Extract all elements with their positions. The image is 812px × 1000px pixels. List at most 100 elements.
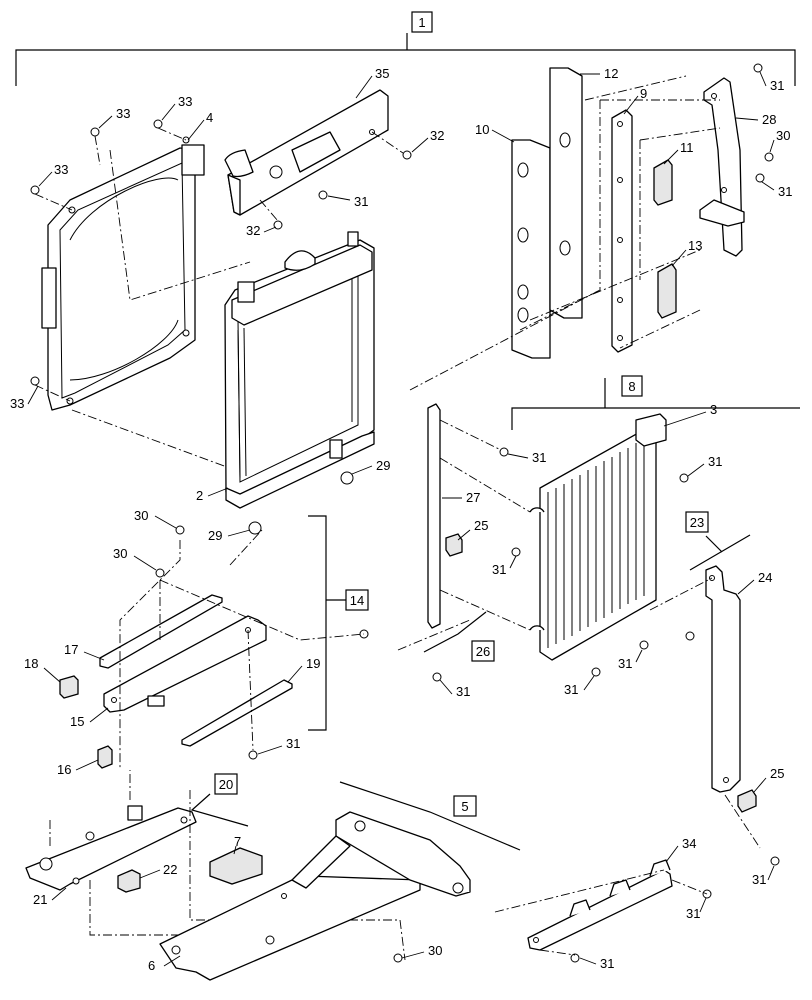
bar-24 (705, 565, 741, 793)
seal-18 (59, 675, 79, 699)
oil-cooler (529, 413, 667, 661)
callout-19: 19 (306, 656, 320, 671)
callout-28: 28 (762, 112, 776, 127)
callout-32-a: 32 (430, 128, 444, 143)
block-7 (209, 847, 263, 885)
callout-18: 18 (24, 656, 38, 671)
callout-27: 27 (466, 490, 480, 505)
assembly-bracket-5: 5 (339, 781, 521, 851)
callout-34: 34 (682, 836, 696, 851)
callout-31-i: 31 (686, 906, 700, 921)
assembly-bracket-23: 23 (685, 511, 751, 571)
callout-30-d: 30 (428, 943, 442, 958)
callout-31-j: 31 (600, 956, 614, 971)
bolt-32-a (402, 150, 412, 160)
bolt-31-j (685, 631, 695, 641)
callout-29-b: 29 (208, 528, 222, 543)
callout-9: 9 (640, 86, 647, 101)
callout-31-h: 31 (752, 872, 766, 887)
bolt-31-f (511, 547, 521, 557)
callout-25-a: 25 (474, 518, 488, 533)
callout-31-e: 31 (708, 454, 722, 469)
callout-26: 26 (476, 644, 490, 659)
callout-31-d: 31 (532, 450, 546, 465)
callout-5: 5 (461, 799, 468, 814)
callout-3: 3 (710, 402, 717, 417)
callout-24: 24 (758, 570, 772, 585)
radiator (224, 231, 375, 509)
callout-23: 23 (690, 515, 704, 530)
callout-35: 35 (375, 66, 389, 81)
callout-7: 7 (234, 834, 241, 849)
callout-11: 11 (680, 140, 694, 155)
block-22 (117, 869, 141, 893)
assembly-bracket-14: 14 (308, 515, 369, 731)
callout-31-l: 31 (564, 682, 578, 697)
seal-strip-12 (549, 67, 583, 319)
assembly-bracket-1: 1 (15, 11, 796, 86)
callout-29-a: 29 (376, 458, 390, 473)
callout-31-c: 31 (770, 78, 784, 93)
callout-25-b: 25 (770, 766, 784, 781)
bolt-30-c (155, 568, 165, 578)
assembly-bracket-8: 8 (511, 375, 800, 430)
bar-27 (427, 403, 441, 629)
callout-2: 2 (196, 488, 203, 503)
callout-labels: 35 33 33 4 33 33 32 31 32 12 10 9 11 28 … (10, 66, 792, 973)
bolt-31-a (318, 190, 328, 200)
callout-4: 4 (206, 110, 213, 125)
strip-17 (99, 594, 223, 669)
seal-strip-10 (511, 139, 551, 359)
bolt-31-n (770, 856, 780, 866)
seal-16 (97, 745, 113, 769)
callout-30-c: 30 (113, 546, 127, 561)
bolt-31-b (753, 63, 763, 73)
callout-16: 16 (57, 762, 71, 777)
bolt-30-e (393, 953, 403, 963)
callout-32-b: 32 (246, 223, 260, 238)
bolt-31-h (591, 667, 601, 677)
callout-31-m: 31 (618, 656, 632, 671)
upper-shroud-panel (224, 89, 389, 216)
callout-22: 22 (163, 862, 177, 877)
assembly-bracket-26: 26 (423, 611, 495, 662)
callout-10: 10 (475, 122, 489, 137)
seal-block-11 (653, 159, 673, 206)
frame-5 (291, 811, 471, 897)
callout-31-g: 31 (286, 736, 300, 751)
bolt-30-b (175, 525, 185, 535)
bolt-30-a (764, 152, 774, 162)
callout-21: 21 (33, 892, 47, 907)
bolt-31-i (639, 640, 649, 650)
plate-9 (611, 109, 633, 353)
callout-31-k: 31 (456, 684, 470, 699)
mount-plate-6 (159, 875, 421, 981)
bolt-31-l (570, 953, 580, 963)
callout-31-b: 31 (778, 184, 792, 199)
callout-13: 13 (688, 238, 702, 253)
callout-30-a: 30 (776, 128, 790, 143)
callout-6: 6 (148, 958, 155, 973)
rubber-mount-29-b (248, 521, 262, 535)
assembly-bracket-20: 20 (190, 773, 249, 827)
bolt-31-g (432, 672, 442, 682)
strip-19 (181, 679, 293, 747)
callout-17: 17 (64, 642, 78, 657)
rubber-mount-29-a (340, 471, 354, 485)
seal-block-13 (657, 263, 677, 319)
seal-25-b (737, 789, 757, 813)
callout-15: 15 (70, 714, 84, 729)
fan-shroud (41, 136, 205, 411)
callout-33-a: 33 (116, 106, 130, 121)
plate-15 (103, 615, 267, 713)
callout-1: 1 (418, 15, 425, 30)
callout-20: 20 (219, 777, 233, 792)
callout-12: 12 (604, 66, 618, 81)
bolt-31-c (755, 173, 765, 183)
bolt-31-k (248, 750, 258, 760)
nut-15 (147, 695, 165, 707)
seal-25-a (445, 533, 463, 557)
callout-30-b: 30 (134, 508, 148, 523)
callout-31-f: 31 (492, 562, 506, 577)
